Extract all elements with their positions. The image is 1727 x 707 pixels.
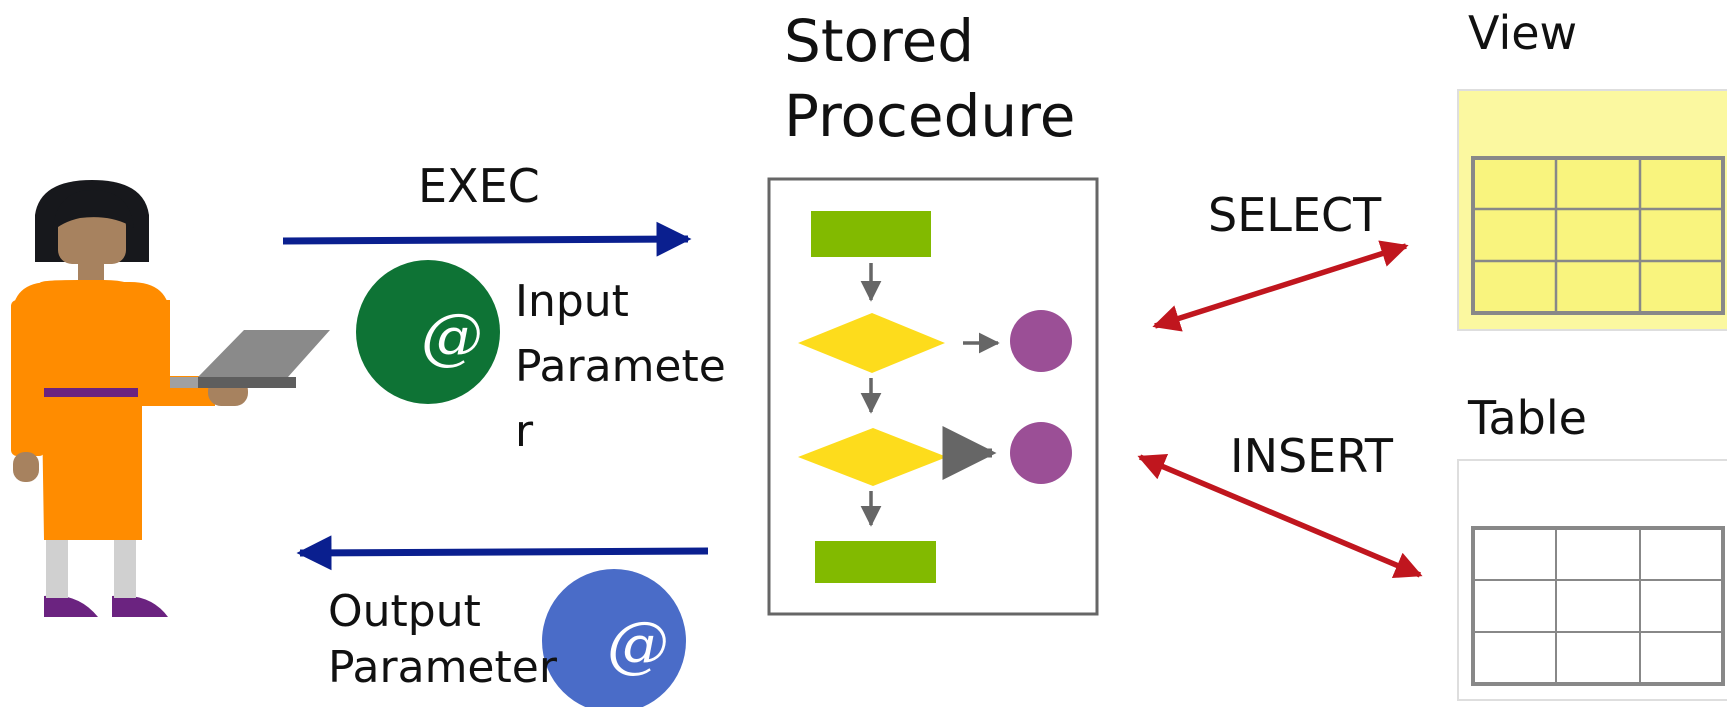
output-parameter-line2: Parameter <box>328 642 557 693</box>
person-icon <box>11 180 248 617</box>
view-title: View <box>1468 6 1578 60</box>
flowchart-icon <box>767 177 1099 616</box>
output-parameter-line1: Output <box>328 586 481 637</box>
flow-node-2 <box>1010 422 1072 484</box>
table-title: Table <box>1468 391 1587 445</box>
table-grid-icon <box>1457 459 1727 701</box>
laptop-icon <box>170 330 330 388</box>
output-at-symbol: @ <box>607 607 669 680</box>
input-at-symbol: @ <box>421 299 483 372</box>
insert-arrow <box>1137 453 1423 579</box>
exec-arrow <box>282 221 692 257</box>
flow-start-rect <box>811 211 931 257</box>
procedure-title-line2: Procedure <box>784 82 1076 150</box>
flow-decision-2 <box>798 428 947 486</box>
input-parameter-icon: @ <box>356 260 500 404</box>
select-arrow <box>1152 240 1409 332</box>
insert-label: INSERT <box>1230 429 1393 483</box>
input-parameter-line3: r <box>515 406 534 457</box>
procedure-title-line1: Stored <box>784 7 975 75</box>
view-grid-icon <box>1457 89 1727 331</box>
flow-end-rect <box>815 541 936 583</box>
select-label: SELECT <box>1208 188 1382 242</box>
flow-node-1 <box>1010 310 1072 372</box>
exec-label: EXEC <box>418 159 540 213</box>
output-arrow <box>296 535 709 571</box>
output-parameter-icon: @ <box>542 569 686 707</box>
input-parameter-line2: Paramete <box>515 341 726 392</box>
flow-decision-1 <box>798 313 945 373</box>
input-parameter-line1: Input <box>515 276 629 327</box>
